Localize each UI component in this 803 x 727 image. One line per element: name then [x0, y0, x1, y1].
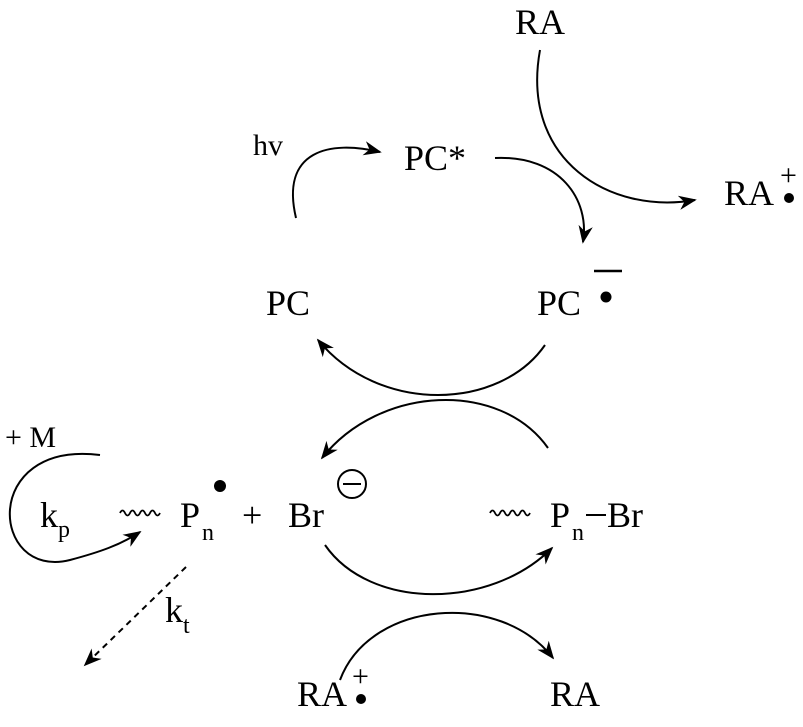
ra-reduction-arrow — [339, 611, 555, 681]
kp-label: k p — [40, 495, 70, 543]
k: k — [40, 495, 58, 535]
subscript: t — [183, 613, 190, 639]
polymer-chain-wavy-left — [119, 509, 161, 517]
ra-label: RA — [724, 173, 774, 213]
pn-radical: P n — [180, 480, 226, 546]
ra-oxidation-arrow — [536, 49, 697, 210]
ra-label: RA — [297, 674, 347, 714]
polymer-chain-wavy-right — [489, 509, 531, 517]
p: P — [180, 495, 200, 535]
pc-ground-label: PC — [266, 283, 310, 323]
radical-dot — [214, 480, 226, 492]
plus-monomer-label: + M — [5, 421, 56, 454]
propagation-loop-arrow — [8, 452, 142, 563]
pc-excited-label: PC* — [404, 138, 466, 178]
ra-radical-cation-bottom: RA + — [297, 660, 369, 714]
ra-radical-cation-top: RA + — [724, 159, 797, 213]
subscript: n — [572, 520, 584, 546]
excitation-arrow — [291, 141, 382, 219]
termination-arrow — [83, 566, 187, 667]
pc-radical-anion: PC — [537, 269, 622, 323]
quenching-arrow — [494, 156, 593, 244]
plus-sign: + — [242, 495, 262, 535]
activation-arrow — [320, 399, 549, 460]
subscript: n — [202, 520, 214, 546]
ra-top-label: RA — [515, 2, 565, 42]
pc-label: PC — [537, 283, 581, 323]
k: k — [165, 590, 183, 630]
bromide-anion: Br — [288, 469, 367, 535]
br: Br — [607, 495, 643, 535]
pc-regeneration-arrow — [316, 338, 546, 396]
plus-charge: + — [780, 159, 797, 192]
radical-dot — [600, 291, 612, 303]
p: P — [550, 495, 570, 535]
kt-label: k t — [165, 590, 190, 639]
br: Br — [288, 495, 324, 535]
subscript: p — [58, 517, 70, 543]
ra-bottom-label: RA — [550, 674, 600, 714]
circled-minus-icon — [337, 469, 367, 499]
radical-dot — [784, 193, 794, 203]
plus-charge: + — [352, 660, 369, 693]
deactivation-arrow — [324, 544, 554, 596]
hv-label: hv — [253, 129, 283, 162]
pn-br-dormant: P n Br — [550, 495, 643, 546]
radical-dot — [356, 694, 366, 704]
